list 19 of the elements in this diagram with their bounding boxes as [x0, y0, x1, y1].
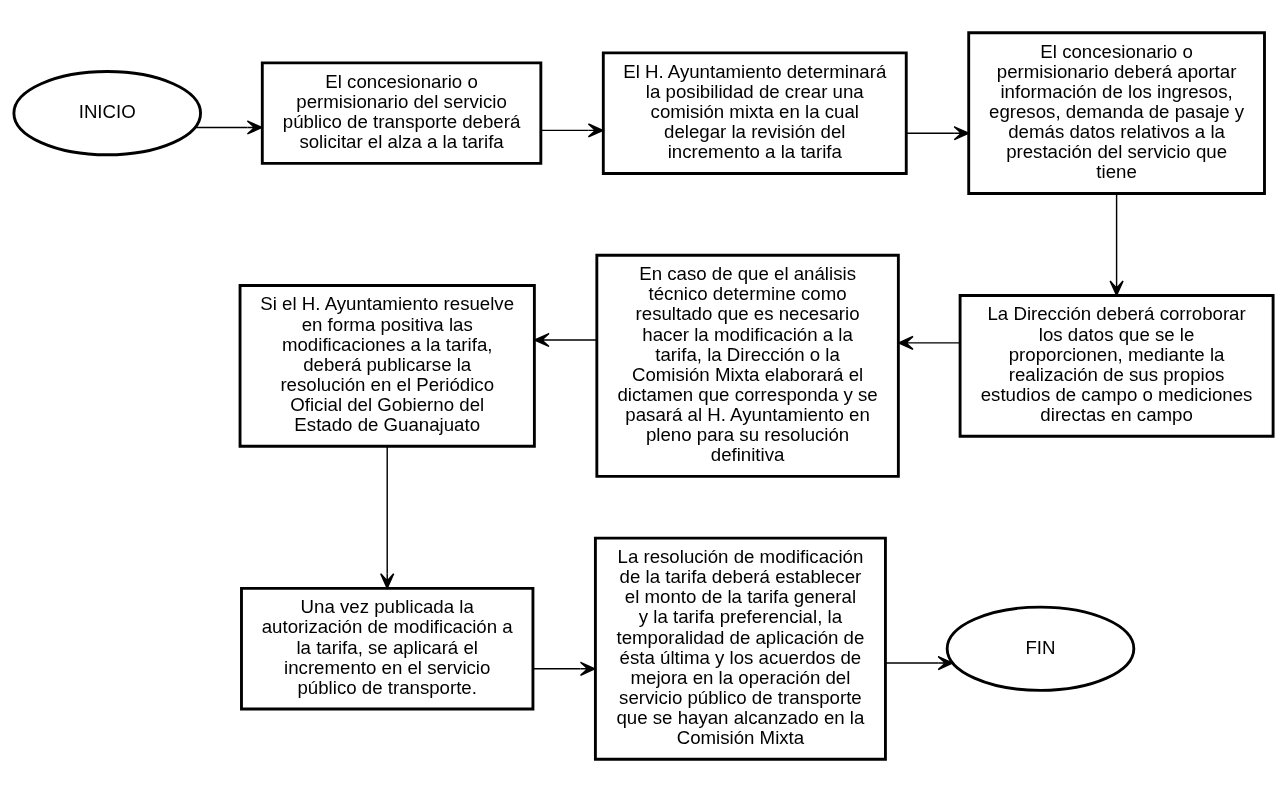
arrow [194, 119, 263, 135]
node-ellipse: INICIO [12, 69, 202, 156]
arrow [533, 332, 598, 347]
node-ellipse: FIN [945, 605, 1136, 692]
node-box: Una vez publicada la autorización de modificación a la tarifa, se aplicará el incremento en el servicio público de transporte. [240, 586, 535, 710]
node-box: El concesionario o permisionario deberá aportar información de los ingresos, egresos, demanda de pasaje y demás datos relativos a la prestación del servicio que tiene [967, 30, 1266, 195]
arrow [532, 661, 596, 676]
node-box: La Dirección deberá corroborar los datos que se le proporcionen, mediante la realización de sus propios estudios de campo o mediciones directas en campo [958, 293, 1275, 438]
arrow [380, 445, 395, 589]
arrow [1109, 192, 1124, 296]
node-box: El H. Ayuntamiento determinará la posibilidad de crear una comisión mixta en la cual delegar la revisión del incremento a la tarifa [601, 50, 908, 175]
arrow [884, 655, 954, 670]
node-box: El concesionario o permisionario del servicio público de transporte deberá solicitar el alza a la tarifa [260, 60, 543, 165]
arrow [905, 125, 970, 140]
node-box: La resolución de modificación de la tarifa deberá establecer el monto de la tarifa general y la tarifa preferencial, la temporalidad de aplicación de ésta última y los acuerdos de mejora en la operación del servicio público de transporte que se hayan alcanzado en la Comisión Mixta [593, 536, 887, 761]
arrow [897, 335, 961, 350]
node-box: En caso de que el análisis técnico determine como resultado que es necesario hacer la modificación a la tarifa, la Dirección o la Comisión Mixta elaborará el dictamen que corresponda y se pasará al H. Ayuntamiento en pleno para su resolución definitiva [595, 253, 900, 478]
node-box: Si el H. Ayuntamiento resuelve en forma positiva las modificaciones a la tarifa, deberá publicarse la resolución en el Periódico Oficial del Gobierno del Estado de Guanajuato [238, 283, 536, 448]
arrow [540, 122, 604, 138]
